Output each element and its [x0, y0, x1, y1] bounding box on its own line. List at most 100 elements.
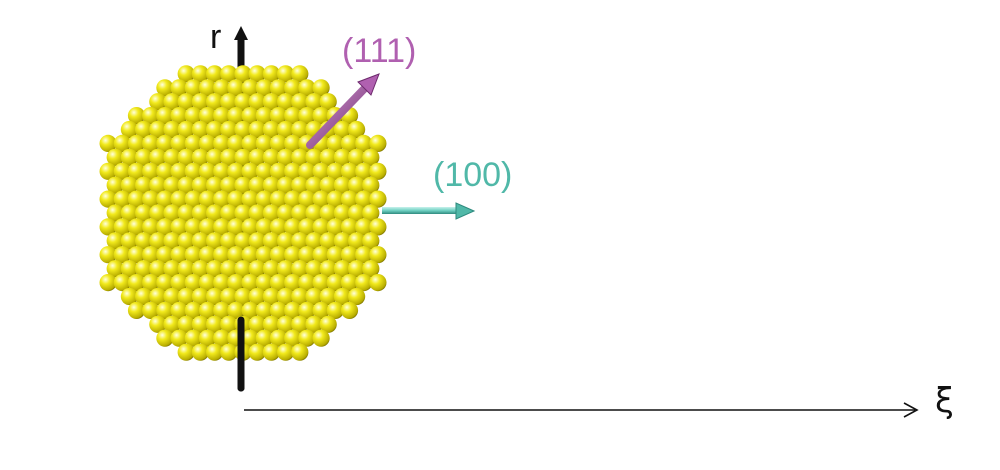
atom-sphere [348, 260, 366, 278]
atom-sphere [262, 232, 280, 250]
atom-sphere [348, 204, 366, 222]
atom-sphere [120, 260, 138, 278]
atom-sphere [184, 274, 202, 292]
atom-sphere [277, 120, 295, 139]
atom-sphere [156, 218, 174, 236]
atom-sphere [127, 301, 146, 319]
atom-sphere [319, 176, 337, 194]
atom-sphere [262, 343, 280, 361]
atom-sphere [369, 134, 387, 152]
atom-sphere [333, 260, 351, 278]
atom-sphere [177, 120, 195, 139]
atom-sphere [213, 190, 231, 208]
atom-sphere [269, 274, 288, 292]
atom-sphere [333, 120, 351, 139]
atom-sphere [213, 329, 231, 347]
atom-sphere [269, 329, 288, 347]
atom-sphere [177, 315, 195, 333]
atom-sphere [291, 93, 309, 111]
atom-sphere [319, 287, 337, 306]
atom-sphere [326, 218, 344, 236]
atom-sphere [269, 301, 288, 319]
atom-sphere [255, 246, 273, 264]
atom-sphere [99, 274, 117, 292]
atom-sphere [284, 79, 302, 97]
atom-sphere [120, 204, 138, 222]
atom-sphere [298, 162, 316, 180]
atom-sphere [191, 93, 209, 111]
atom-sphere [326, 301, 344, 319]
atom-sphere [113, 274, 131, 292]
atom-sphere [170, 274, 188, 292]
atom-sphere [305, 315, 323, 333]
atom-sphere [312, 329, 330, 347]
atom-sphere [177, 176, 195, 194]
atom-sphere [291, 343, 309, 361]
atom-sphere [127, 274, 146, 292]
atom-sphere [319, 148, 337, 166]
atom-sphere [277, 232, 295, 250]
atom-sphere [177, 65, 195, 83]
atom-sphere [362, 260, 380, 278]
atom-sphere [127, 190, 146, 208]
atom-sphere [142, 162, 160, 180]
atom-sphere [326, 274, 344, 292]
atom-sphere [340, 190, 359, 208]
atom-sphere [262, 148, 280, 166]
atom-sphere [284, 301, 302, 319]
atom-sphere [170, 329, 188, 347]
atom-sphere [191, 315, 209, 333]
atom-sphere [191, 65, 209, 83]
atom-sphere [348, 287, 366, 306]
atom-sphere [142, 274, 160, 292]
atom-sphere [206, 260, 224, 278]
atom-sphere [170, 162, 188, 180]
atom-sphere [120, 176, 138, 194]
atom-sphere [312, 162, 330, 180]
atom-sphere [312, 246, 330, 264]
atom-sphere [156, 246, 174, 264]
atom-sphere [234, 260, 252, 278]
atom-sphere [198, 162, 217, 180]
atom-sphere [163, 120, 181, 139]
atom-sphere [284, 162, 302, 180]
atom-sphere [213, 246, 231, 264]
atom-sphere [149, 287, 167, 306]
atom-sphere [355, 274, 373, 292]
atom-sphere [106, 260, 124, 278]
atom-sphere [269, 162, 288, 180]
atom-sphere [262, 176, 280, 194]
atom-sphere [149, 120, 167, 139]
atom-sphere [255, 218, 273, 236]
atom-sphere [184, 218, 202, 236]
atom-sphere [284, 134, 302, 152]
atom-sphere [184, 162, 202, 180]
atom-sphere [277, 287, 295, 306]
atom-sphere [191, 260, 209, 278]
atom-sphere [248, 204, 266, 222]
atom-sphere [106, 148, 124, 166]
atom-sphere [142, 301, 160, 319]
atom-sphere [220, 232, 238, 250]
atom-sphere [149, 204, 167, 222]
atom-sphere [142, 190, 160, 208]
atom-sphere [369, 190, 387, 208]
atom-sphere [234, 176, 252, 194]
atom-sphere [277, 204, 295, 222]
atom-sphere [127, 162, 146, 180]
atom-sphere [170, 218, 188, 236]
atom-sphere [319, 315, 337, 333]
direction-111-label: (111) [342, 32, 417, 70]
atom-sphere [163, 260, 181, 278]
atom-sphere [206, 120, 224, 139]
atom-sphere [142, 134, 160, 152]
atom-sphere [298, 218, 316, 236]
atom-sphere [227, 274, 245, 292]
atom-sphere [170, 301, 188, 319]
atom-sphere [291, 204, 309, 222]
atom-sphere [348, 176, 366, 194]
atom-sphere [177, 204, 195, 222]
atom-sphere [99, 190, 117, 208]
atom-sphere [255, 107, 273, 125]
atom-sphere [284, 190, 302, 208]
